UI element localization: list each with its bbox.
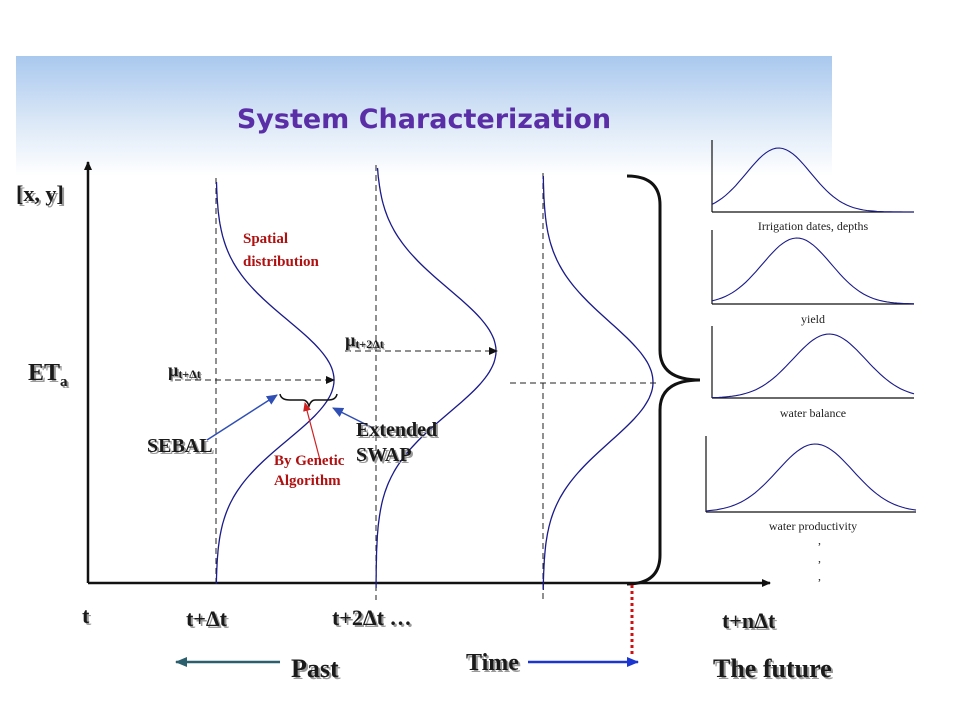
svg-text:µt+Δt: µt+Δt [168, 360, 201, 381]
mini-caption: water productivity [769, 519, 857, 533]
svg-text:µt+2Δt: µt+2Δt [345, 330, 384, 351]
mini-chart-2: yield [711, 230, 915, 326]
tick-t-ndt-shadow: t+nΔt [724, 610, 778, 635]
tick-t-2dt-shadow: t+2Δt … [334, 607, 413, 632]
swap-pointer [332, 407, 374, 429]
big-brace [626, 174, 701, 586]
past-label: Past [291, 654, 339, 683]
sebal-label: SEBAL [147, 435, 213, 457]
ellipsis-3: , [818, 569, 821, 583]
future-label-shadow: The future [715, 656, 834, 685]
swap-label-shadow: SWAP [358, 446, 414, 468]
extended-label: Extended [356, 419, 437, 441]
mini-chart-4: water productivity [705, 436, 917, 533]
tick-t-2dt: t+2Δt … [332, 605, 411, 630]
mini-chart-3: water balance [711, 326, 915, 420]
sebal-pointer [206, 394, 278, 441]
svg-text:µt+2Δt: µt+2Δt [347, 332, 386, 353]
sebal-label-shadow: SEBAL [149, 437, 215, 459]
extended-label-shadow: Extended [358, 421, 439, 443]
mini-caption: yield [801, 312, 825, 326]
mini-bell-curve [711, 237, 915, 305]
ellipsis-2: , [818, 551, 821, 565]
spatial-label-line1: Spatial [243, 231, 288, 247]
mini-bell-curve [705, 443, 917, 512]
mini-chart-1: Irrigation dates, depths [711, 140, 914, 233]
genetic-label-line1: By Genetic [274, 453, 345, 469]
mini-charts: Irrigation dates, depths yield water balan… [705, 140, 917, 533]
mini-bell-curve [711, 333, 915, 399]
svg-text:ETa: ETa [28, 360, 68, 390]
tick-t-dt-shadow: t+Δt [188, 608, 230, 633]
tick-t-shadow: t [84, 605, 92, 630]
mu-label-2: µt+2Δt µt+2Δt [345, 330, 385, 353]
gap-brace [279, 393, 338, 409]
svg-text:µt+Δt: µt+Δt [170, 362, 203, 383]
ellipsis-1: , [818, 533, 821, 547]
title-banner [16, 56, 832, 176]
eta-label: ETa ETa [28, 360, 70, 392]
page-title: System Characterization [237, 104, 611, 135]
genetic-label-line2: Algorithm [274, 473, 341, 489]
mini-bell-curve [711, 147, 914, 213]
tick-t-ndt: t+nΔt [722, 608, 776, 633]
genetic-pointer [303, 402, 321, 461]
swap-label: SWAP [356, 444, 412, 466]
y-axis-label: [x, y] [16, 181, 64, 206]
mini-caption: water balance [780, 406, 846, 420]
tick-t-dt: t+Δt [186, 606, 228, 631]
spatial-label-line2: distribution [243, 254, 320, 270]
time-label-shadow: Time [468, 652, 521, 678]
svg-text:ETa: ETa [30, 362, 70, 392]
curve-2 [375, 167, 497, 588]
mini-caption: Irrigation dates, depths [758, 219, 869, 233]
future-label: The future [713, 654, 832, 683]
mu-label-1: µt+Δt µt+Δt [168, 360, 202, 383]
time-label: Time [466, 650, 519, 676]
past-label-shadow: Past [293, 656, 341, 685]
tick-t: t [82, 603, 90, 628]
y-axis-label-shadow: [x, y] [18, 183, 66, 208]
curve-3 [542, 175, 654, 590]
